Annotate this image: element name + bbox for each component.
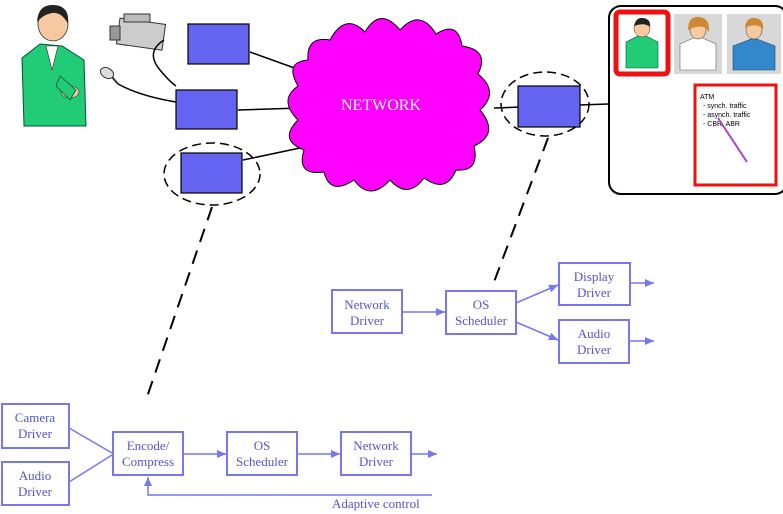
network-cloud [287,18,490,192]
tx-audio-driver-box [1,461,70,506]
receiver-node-highlight-ellipse [500,71,590,137]
tx-audio-driver-line-2: Driver [18,484,53,499]
rx-audio-driver-line-2: Driver [577,342,612,357]
tx-audio-driver-line-1: Audio [19,468,52,483]
tx-network-driver-line-1: Network [353,438,399,453]
video-camera-icon [109,13,167,51]
camera-cable [152,39,177,87]
network-node-2 [175,89,238,130]
tx-encode-line-2: Compress [122,454,174,469]
presenter-illustration [21,4,87,127]
leader-line-sender [145,206,213,401]
link-node1-network [249,51,301,71]
participant-1-video [622,16,663,70]
rx-audio-driver-box [558,319,630,364]
tx-adaptive-control-arrow [144,477,432,496]
tx-os-scheduler-box [226,431,298,476]
tx-os-scheduler-line-1: OS [254,438,271,453]
network-label: NETWORK [341,97,421,114]
rx-display-driver-line-1: Display [574,269,615,284]
notes-frame [693,83,778,187]
rx-display-driver-line-2: Driver [577,285,612,300]
rx-network-driver-line-2: Driver [350,313,385,328]
rx-os-scheduler-line-2: Scheduler [455,313,508,328]
network-node-1 [187,23,250,65]
atm-note-0: ATM [700,94,714,101]
tx-encode-box [112,431,184,476]
rx-arrow-os-to-audio [515,321,559,341]
rx-os-scheduler-line-1: OS [473,297,490,312]
tx-camera-driver-box [1,403,70,449]
rx-display-driver-box [558,262,631,306]
tx-camera-driver-line-2: Driver [18,426,53,441]
rx-arrow-os-to-display [515,284,559,304]
tx-line-audio-to-encode [68,454,113,483]
tx-camera-driver-line-1: Camera [15,410,56,425]
microphone-icon [99,66,119,85]
atm-note-2: - asynch. traffic [703,112,751,119]
tx-network-driver-box [340,431,412,476]
participant-2-video [674,14,722,74]
receiver-display-panel: ATM - synch. traffic - asynch. traffic -… [608,5,783,195]
network-node-receiver [517,85,581,128]
rx-network-driver-line-1: Network [344,297,390,312]
node-3-highlight-ellipse [163,142,261,206]
tx-encode-line-1: Encode/ [127,438,170,453]
network-node-3 [180,152,243,194]
link-node3-network [242,147,301,161]
tx-adaptive-control-label: Adaptive control [332,496,420,511]
rx-audio-driver-line-1: Audio [578,326,611,341]
active-video-frame [613,9,671,77]
microphone-cable [117,83,177,103]
atm-note-1: - synch. traffic [703,103,747,110]
rx-os-scheduler-box [445,290,517,335]
rx-network-driver-box [331,289,403,334]
leader-line-receiver [493,137,549,283]
tx-network-driver-line-2: Driver [359,454,394,469]
receiver-pipeline: Network Driver OS Scheduler Display Driv… [331,262,654,364]
participant-3-video [727,14,781,74]
sender-pipeline: Camera Driver Audio Driver Encode/ Compr… [1,403,437,511]
tx-os-scheduler-line-2: Scheduler [236,454,289,469]
tx-line-camera-to-encode [68,427,113,454]
pen-stroke [717,117,748,163]
